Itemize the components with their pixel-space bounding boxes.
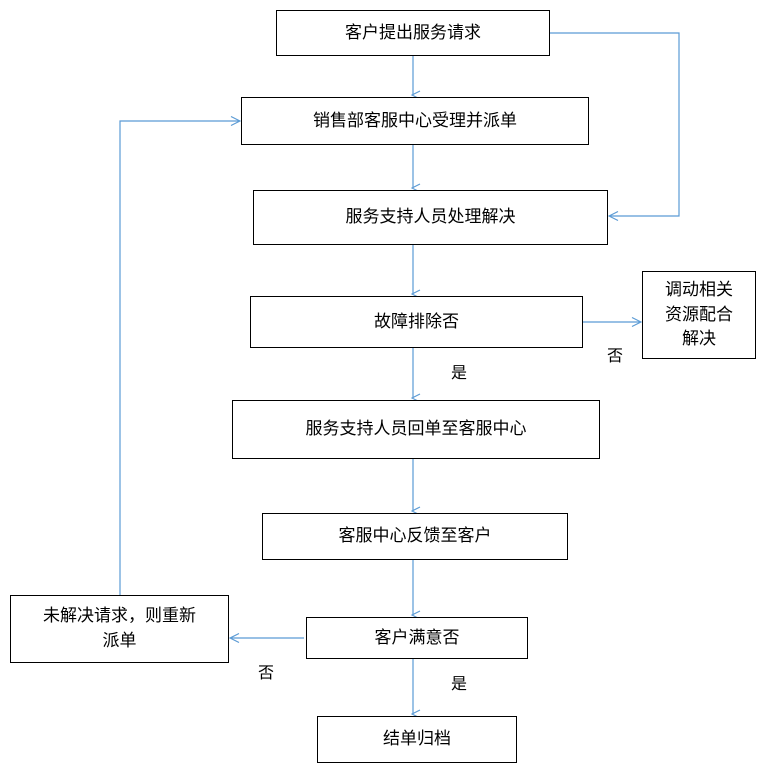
process-box-n3[interactable]: 服务支持人员处理解决 (253, 190, 608, 245)
process-box-n9[interactable]: 未解决请求，则重新 派单 (10, 595, 229, 663)
connector-c11 (550, 32, 680, 216)
process-box-n10[interactable]: 结单归档 (317, 716, 517, 763)
process-box-n6[interactable]: 服务支持人员回单至客服中心 (232, 400, 600, 459)
process-box-n1[interactable]: 客户提出服务请求 (276, 10, 550, 56)
process-box-n7[interactable]: 客服中心反馈至客户 (262, 513, 568, 560)
edge-label-e1: 否 (607, 348, 624, 365)
process-box-n2[interactable]: 销售部客服中心受理并派单 (241, 97, 589, 145)
edge-label-e2: 是 (451, 365, 468, 382)
edge-label-e4: 是 (451, 676, 468, 693)
process-box-n5[interactable]: 调动相关 资源配合 解决 (642, 271, 756, 359)
process-box-n8[interactable]: 客户满意否 (306, 617, 528, 659)
connector-c10 (119, 121, 239, 595)
process-box-n4[interactable]: 故障排除否 (250, 296, 583, 348)
edge-label-e3: 否 (258, 665, 275, 682)
